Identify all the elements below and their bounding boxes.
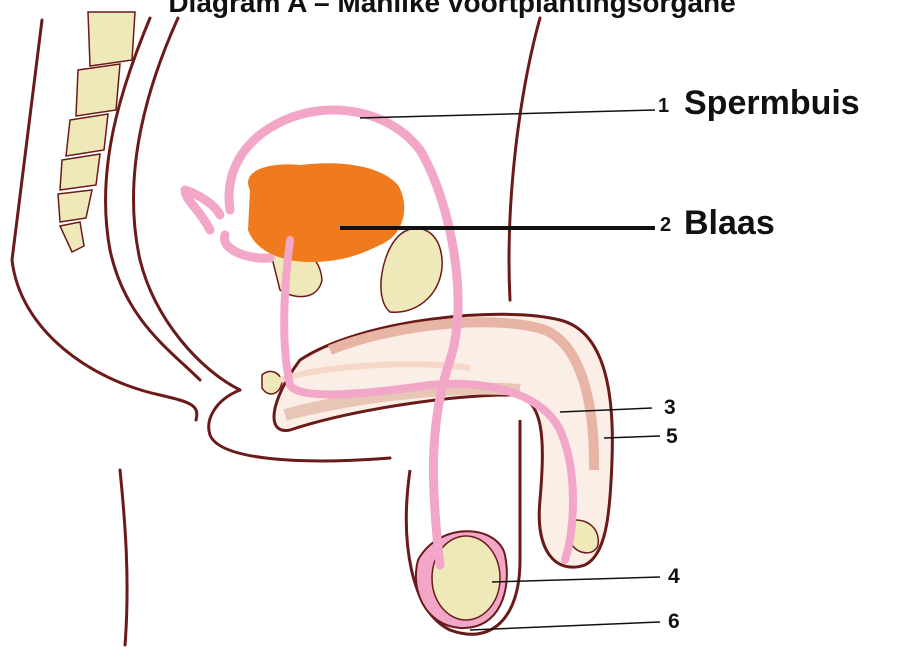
label-5: 5: [666, 425, 678, 449]
spine-bones: [58, 12, 135, 252]
label-6: 6: [668, 610, 680, 634]
diagram-title: Diagram A – Manlike voortplantingsorgane: [0, 0, 904, 19]
label-4: 4: [668, 565, 680, 589]
thigh-outline: [120, 470, 127, 645]
bladder: [248, 163, 404, 262]
abdomen-outline: [509, 18, 540, 300]
leader-line-4: [492, 577, 660, 582]
label-1-number: 1: [658, 95, 669, 118]
label-3: 3: [664, 396, 676, 420]
leader-line-1: [360, 110, 655, 118]
label-2-text: Blaas: [684, 204, 775, 243]
back-outline: [12, 260, 197, 420]
label-1-text: Spermbuis: [684, 84, 860, 123]
scrotum: [406, 420, 520, 634]
label-2-number: 2: [660, 214, 671, 237]
